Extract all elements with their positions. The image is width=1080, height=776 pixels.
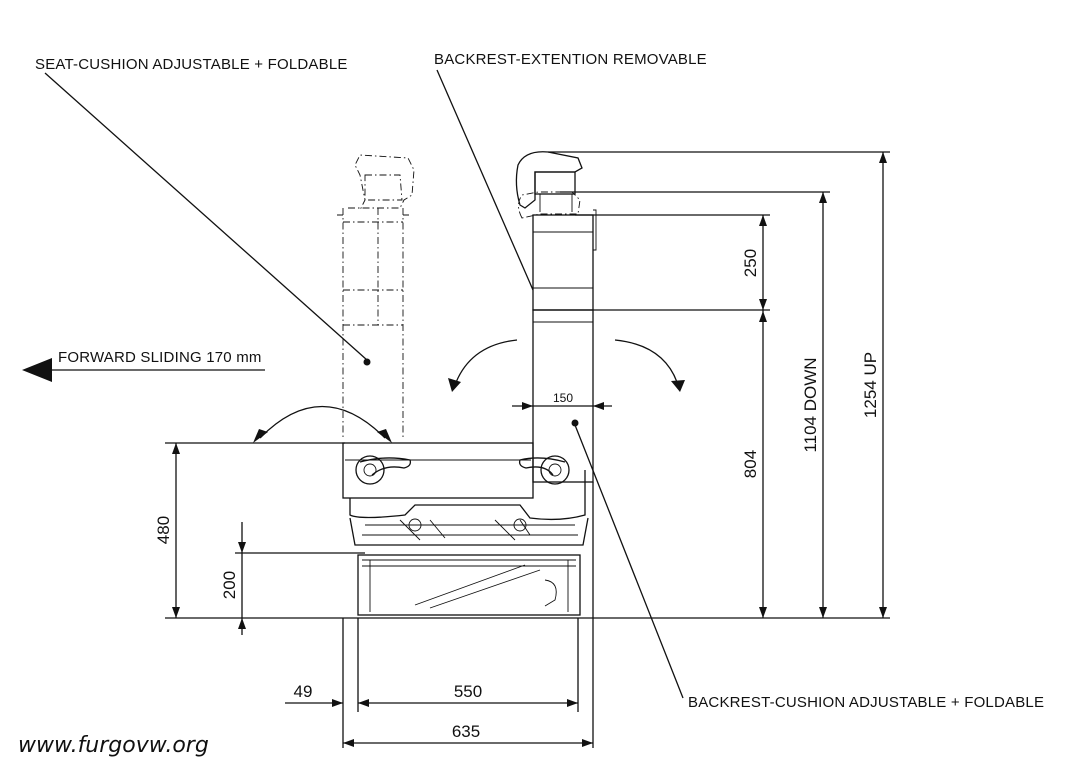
dim-1254-up: 1254 UP (861, 352, 880, 418)
arrow-head-mid-right (671, 380, 685, 392)
dim-150-line (512, 402, 612, 410)
dim-804: 804 (741, 450, 760, 478)
seat-cushion-label: SEAT-CUSHION ADJUSTABLE + FOLDABLE (35, 56, 348, 73)
backrest-extension-leader (436, 69, 534, 291)
watermark: www.furgovw.org (18, 733, 209, 758)
folded-seat-ghost (337, 154, 415, 440)
dim-49: 49 (294, 682, 313, 701)
bottom-dimensions (285, 482, 594, 748)
seat-mechanism (349, 455, 589, 616)
dim-480: 480 (154, 516, 173, 544)
dim-250: 250 (741, 249, 760, 277)
arrow-head-mid-left (448, 378, 461, 392)
arrow-head-left-a (253, 429, 268, 443)
right-dimensions (548, 151, 890, 618)
fold-arrows (253, 339, 685, 443)
arrow-head-left-b (377, 429, 392, 443)
left-dimensions (172, 443, 246, 635)
dim-200: 200 (220, 571, 239, 599)
seat-cushion-leader (44, 72, 368, 361)
forward-sliding-arrow (22, 358, 265, 382)
dim-635: 635 (452, 722, 480, 741)
dim-1104-down: 1104 DOWN (801, 357, 820, 452)
dim-150: 150 (553, 391, 573, 405)
backrest-cushion-leader (574, 424, 684, 699)
backrest-cushion-label: BACKREST-CUSHION ADJUSTABLE + FOLDABLE (688, 694, 1044, 711)
seat-cushion (342, 442, 586, 521)
dim-550: 550 (454, 682, 482, 701)
forward-sliding-label: FORWARD SLIDING 170 mm (58, 349, 262, 366)
backrest-extension-label: BACKREST-EXTENTION REMOVABLE (434, 51, 707, 68)
backrest (515, 151, 597, 483)
